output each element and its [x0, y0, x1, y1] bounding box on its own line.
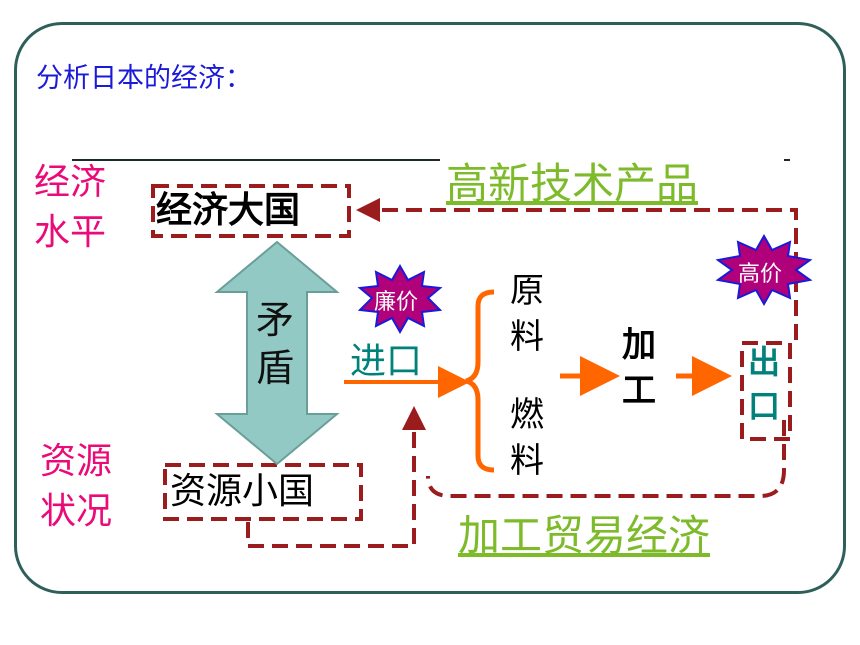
- export-label: 出口: [748, 340, 786, 428]
- box-resource-poor-border: [163, 463, 363, 521]
- fuel-label: 燃料: [510, 392, 550, 484]
- box-resource-poor: 资源小国: [170, 471, 315, 512]
- raw-materials-label: 原料: [510, 268, 550, 360]
- fuel-text: 燃料: [510, 395, 544, 481]
- processing-trade-economy: 加工贸易经济: [458, 511, 711, 560]
- conflict-label: 矛盾: [256, 296, 300, 392]
- label-economic-level: 经济水平: [34, 158, 120, 258]
- box-economic-power-border: [151, 184, 351, 238]
- processing-label: 加工: [622, 322, 662, 414]
- badge-high-price-shape: [715, 233, 813, 307]
- dashed-path-processing: [426, 420, 786, 498]
- conflict-text: 矛盾: [256, 298, 295, 390]
- badge-cheap-shape: [357, 263, 443, 335]
- raw-materials-text: 原料: [510, 271, 544, 357]
- label-economic-level-text: 经济水平: [34, 162, 107, 253]
- brace: [465, 289, 495, 473]
- export-text: 出口: [748, 343, 781, 425]
- content-frame: [14, 22, 846, 594]
- label-resource-status: 资源状况: [40, 437, 126, 537]
- badge-cheap-label: 廉价: [374, 290, 419, 315]
- double-arrow-conflict: [214, 240, 340, 466]
- label-resource-status-text: 资源状况: [40, 441, 113, 532]
- processing-text: 加工: [622, 325, 656, 411]
- slide-title: 分析日本的经济：: [36, 63, 252, 94]
- dashed-path-hightech: [356, 198, 798, 340]
- box-export-border: [740, 341, 792, 441]
- badge-high-price-label: 高价: [738, 262, 783, 287]
- import-label: 进口: [350, 341, 423, 382]
- dashed-path-resource: [246, 406, 426, 548]
- box-economic-power: 经济大国: [156, 190, 301, 231]
- high-tech-products: 高新技术产品: [446, 159, 699, 208]
